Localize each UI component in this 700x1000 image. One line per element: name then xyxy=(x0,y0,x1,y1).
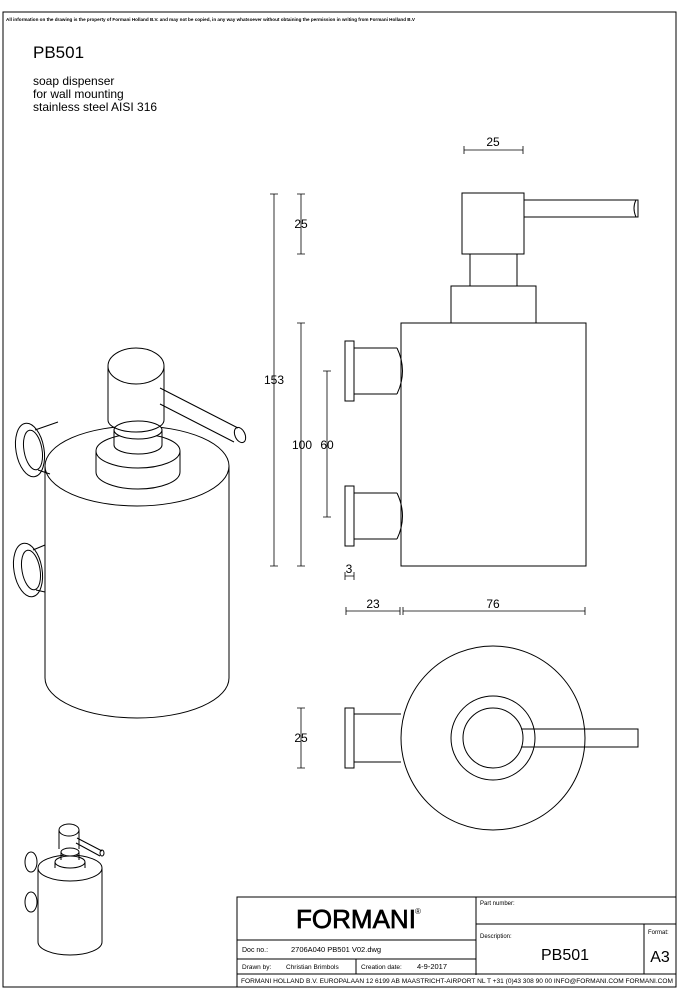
creation-date-label: Creation date: xyxy=(361,964,402,971)
dim-bracket-spacing: 60 xyxy=(320,438,334,452)
description-label: Description: xyxy=(480,934,512,940)
doc-no-label: Doc no.: xyxy=(242,947,268,954)
drawn-by-value: Christian Brimbols xyxy=(286,964,339,971)
format-label: Format: xyxy=(648,930,669,936)
isometric-view xyxy=(12,347,247,719)
dim-base-gap: 3 xyxy=(346,562,353,576)
title-block xyxy=(236,896,677,988)
format-value: A3 xyxy=(650,949,670,966)
top-dimension-lines xyxy=(297,707,305,769)
title-block-footer: FORMANI HOLLAND B.V. EUROPALAAN 12 6199 … xyxy=(241,978,673,985)
dim-wall-offset: 23 xyxy=(366,597,380,611)
product-code: PB501 xyxy=(33,43,84,62)
product-description-line-1: soap dispenser xyxy=(33,74,114,88)
description-value: PB501 xyxy=(541,947,589,964)
dim-top-width: 25 xyxy=(486,135,500,149)
drawn-by-label: Drawn by: xyxy=(242,964,271,971)
front-dimension-lines xyxy=(270,146,586,615)
product-description-line-2: for wall mounting xyxy=(33,87,124,101)
disclaimer-text: All information on the drawing is the pr… xyxy=(6,17,416,22)
dim-bracket-size: 25 xyxy=(294,731,308,745)
dim-body-height: 100 xyxy=(292,438,312,452)
dim-total-height: 153 xyxy=(264,373,284,387)
dim-body-diameter: 76 xyxy=(486,597,500,611)
product-description-line-3: stainless steel AISI 316 xyxy=(33,100,157,114)
part-number-label: Part number: xyxy=(480,901,515,907)
brand-registered-mark: ® xyxy=(415,907,421,916)
front-view xyxy=(344,192,639,567)
brand-logo: FORMANI xyxy=(296,904,416,934)
thumbnail-view xyxy=(24,823,105,956)
creation-date-value: 4-9-2017 xyxy=(417,962,447,971)
doc-no-value: 2706A040 PB501 V02.dwg xyxy=(291,945,381,954)
dim-pump-height: 25 xyxy=(294,217,308,231)
top-view xyxy=(344,645,639,831)
